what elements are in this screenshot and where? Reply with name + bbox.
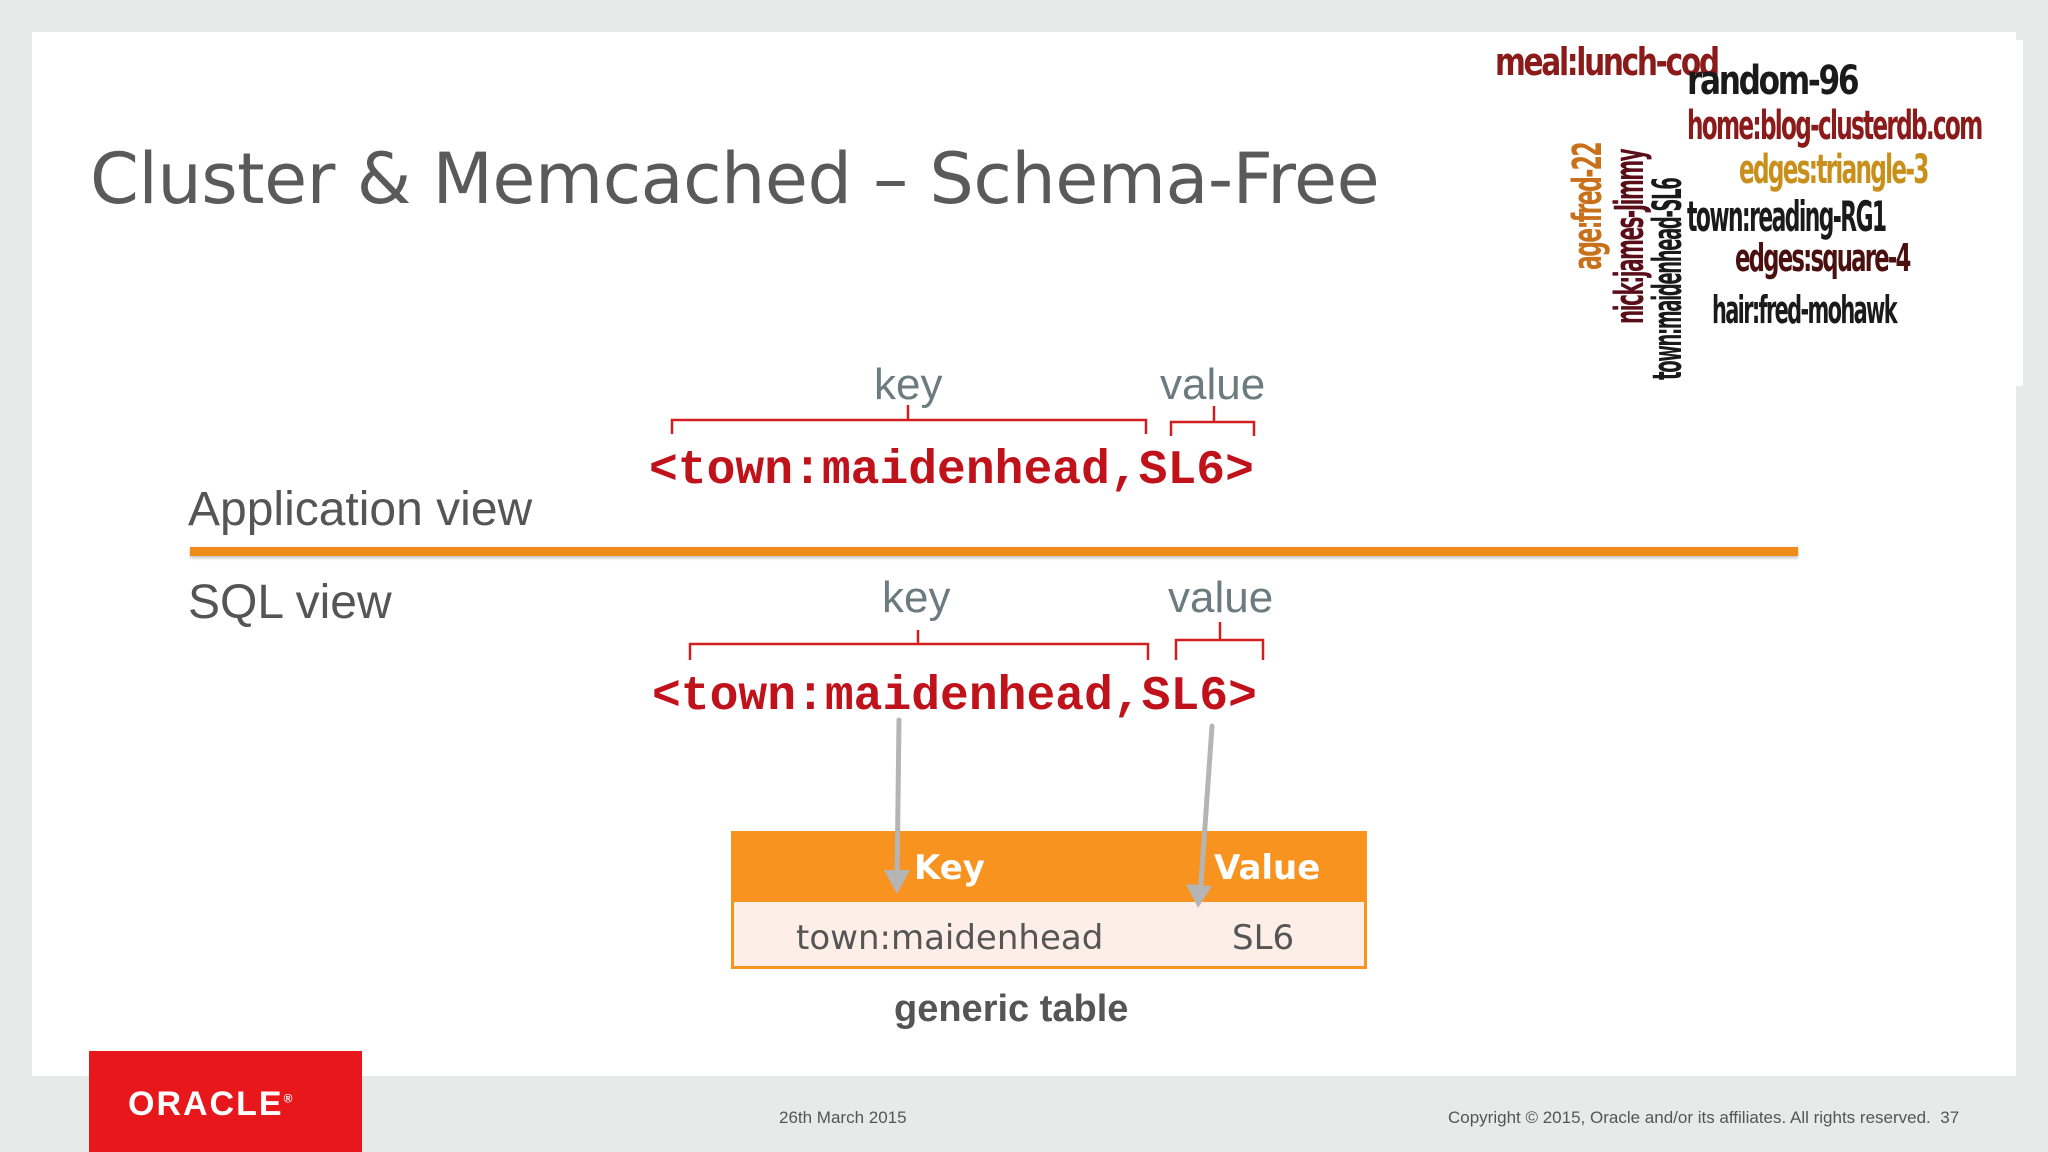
table-caption: generic table [894,988,1129,1030]
cloud-word: home:blog-clusterdb.com [1687,103,1983,149]
page-number: 37 [1940,1108,1960,1127]
app-value-label: value [1160,360,1266,409]
table-cell-value: SL6 [1232,918,1295,958]
cloud-word: meal:lunch-cod [1495,40,1720,84]
cloud-word: hair:fred-mohawk [1712,288,1898,332]
word-cloud-image: meal:lunch-cod random-96 home:blog-clust… [1487,40,2023,386]
sql-view-label: SQL view [188,576,392,629]
value-arrow-head [1186,884,1212,908]
table-cell-key: town:maidenhead [796,918,1104,958]
view-divider [190,547,1798,556]
footer-date: 26th March 2015 [779,1108,907,1127]
registered-mark: ® [283,1091,295,1106]
cloud-word: edges:square-4 [1735,236,1911,280]
sql-value-label: value [1168,573,1274,622]
app-key-value-pair: <town:maidenhead,SL6> [649,444,1254,498]
sql-key-label: key [882,573,951,622]
generic-table: Key Value town:maidenhead SL6 [731,831,1367,969]
app-key-label: key [874,360,943,409]
oracle-logo: ORACLE® [89,1051,362,1152]
oracle-logo-text: ORACLE [128,1085,284,1123]
sql-value-brace [1174,622,1265,660]
table-header: Key Value [734,834,1364,902]
cloud-word: edges:triangle-3 [1739,147,1929,193]
footer-copyright: Copyright © 2015, Oracle and/or its affi… [1448,1108,1959,1128]
cloud-word: town:reading-RG1 [1687,192,1887,241]
key-arrow-head [884,870,910,894]
application-view-label: Application view [188,483,533,536]
copyright-text: Copyright © 2015, Oracle and/or its affi… [1448,1108,1931,1127]
cloud-word: random-96 [1687,58,1860,104]
sql-key-brace [688,630,1150,660]
table-header-value: Value [1214,848,1321,888]
app-key-brace [670,405,1148,434]
table-header-key: Key [914,848,985,888]
key-arrow-line [894,717,902,887]
app-value-brace [1169,406,1256,436]
sql-key-value-pair: <town:maidenhead,SL6> [652,670,1257,724]
value-arrow-line [1197,723,1215,901]
slide-title: Cluster & Memcached – Schema-Free [90,138,1380,220]
